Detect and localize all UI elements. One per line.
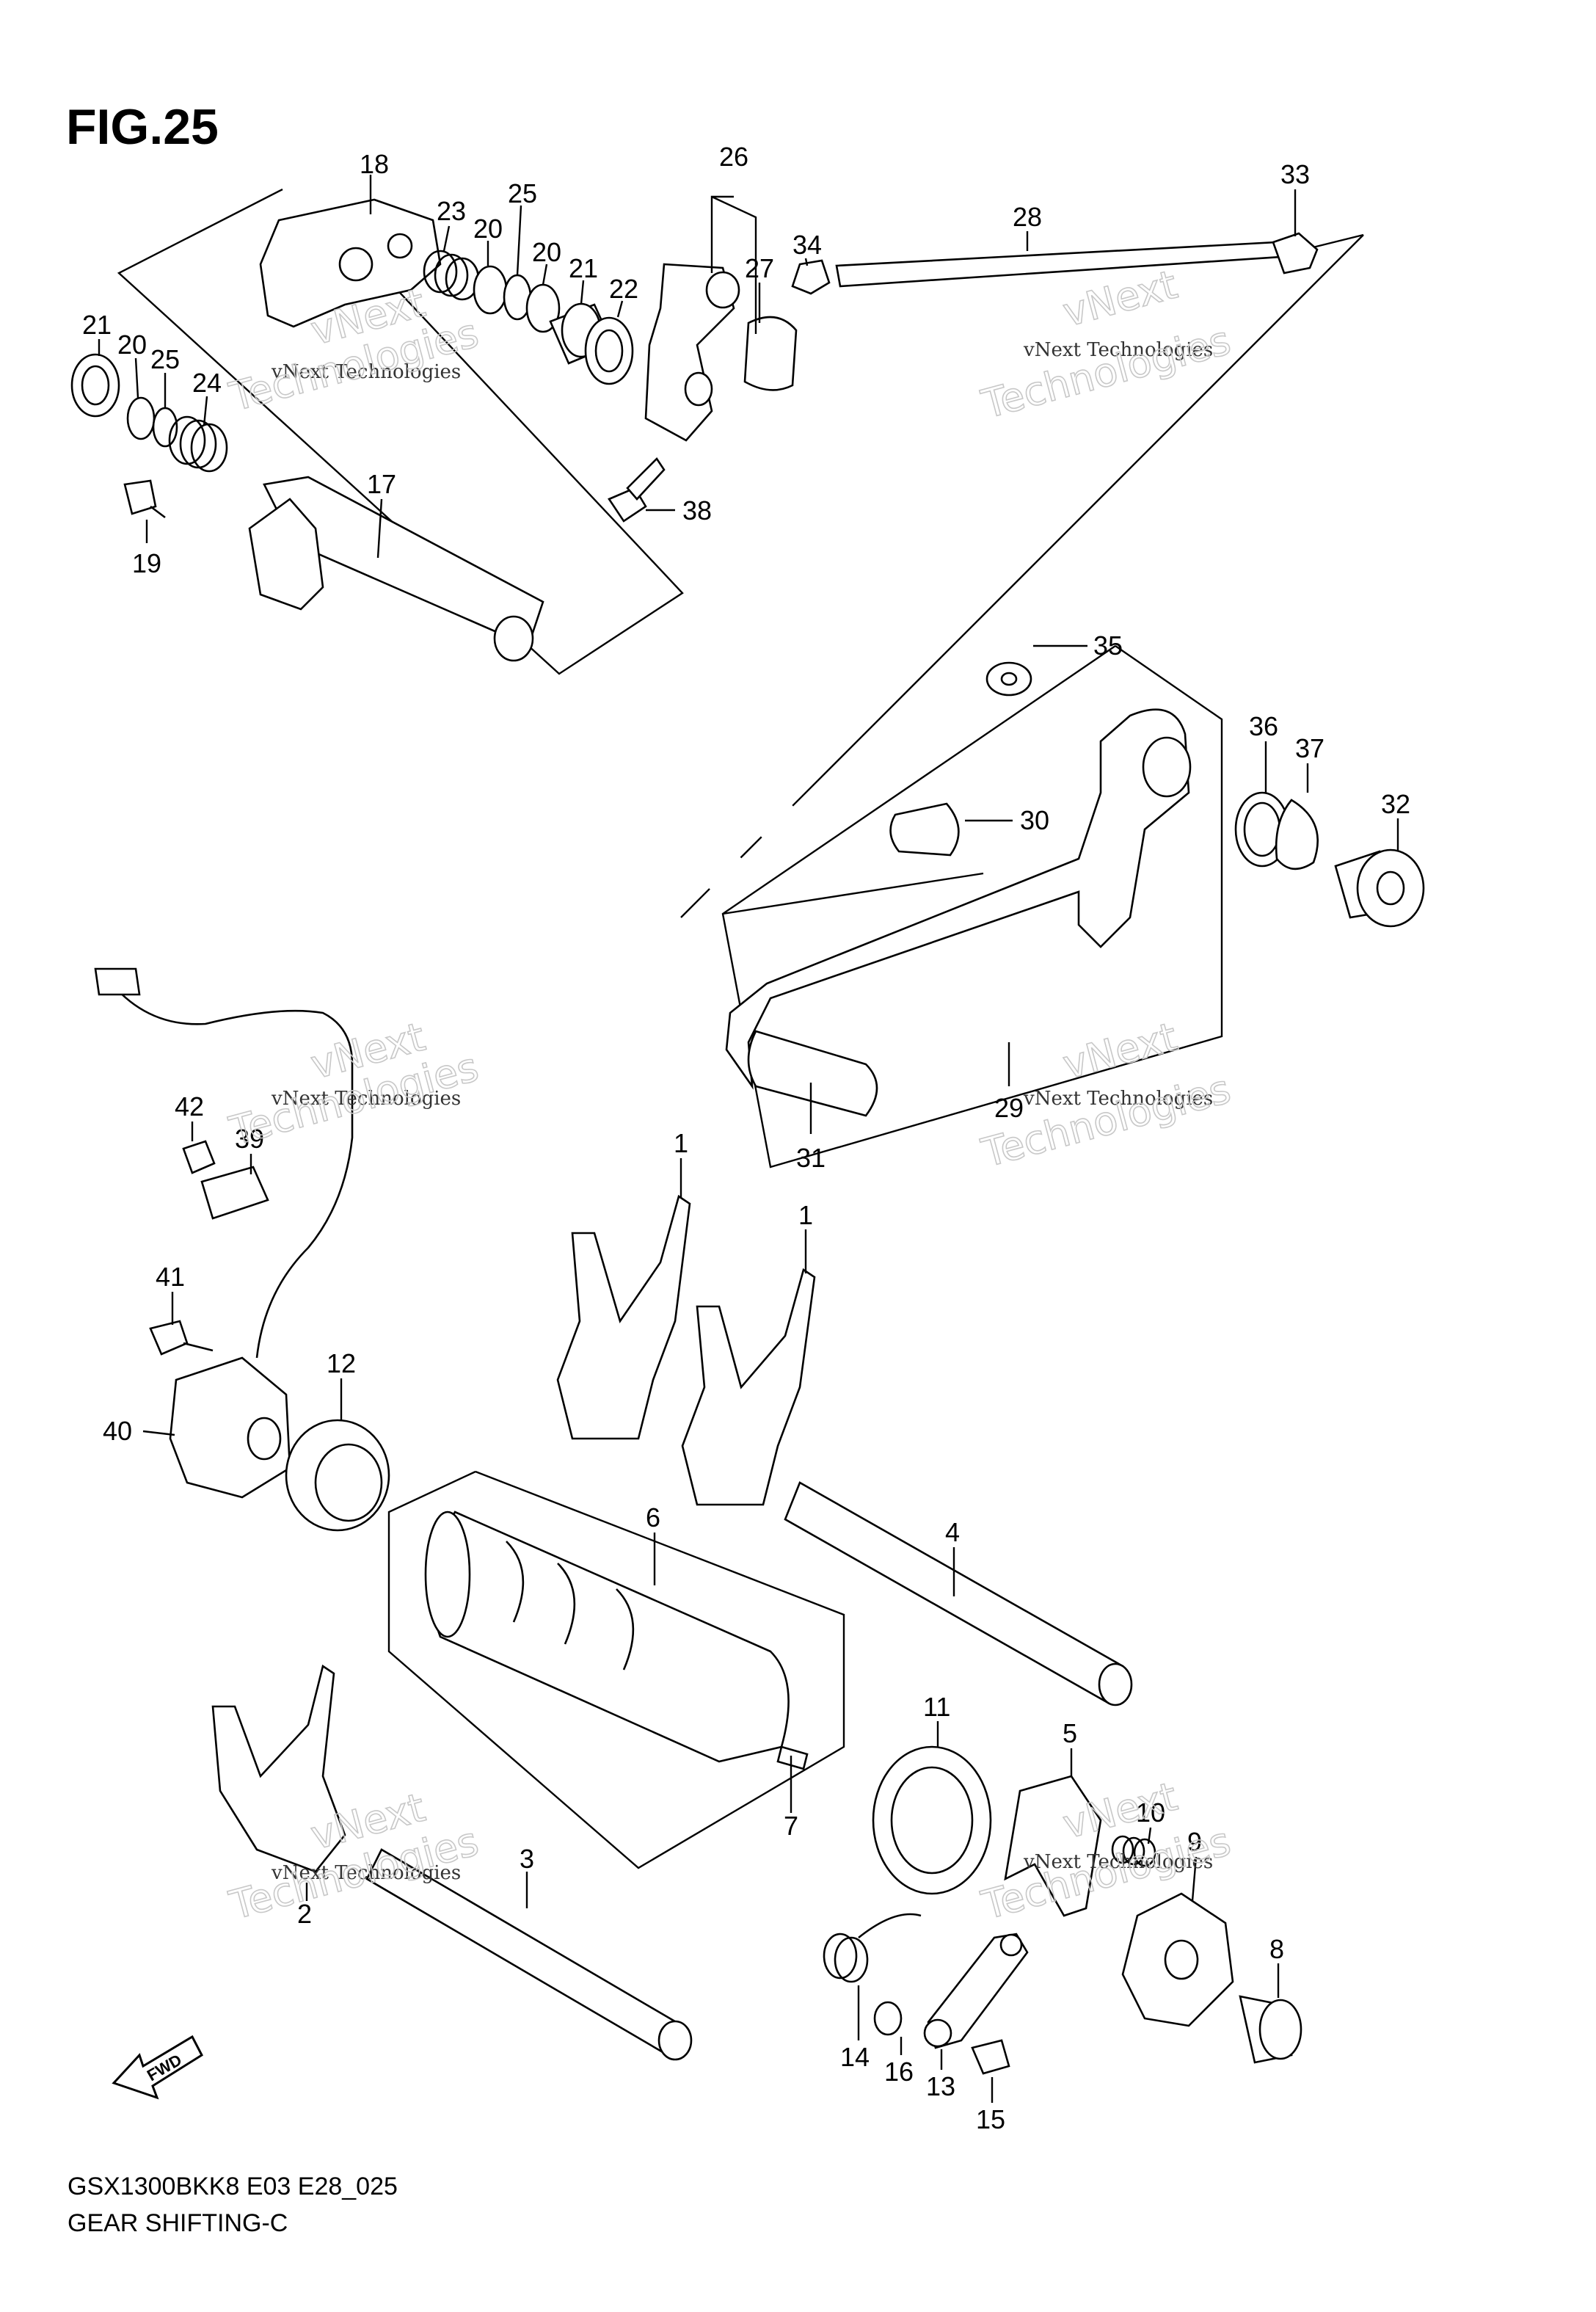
callout-21: 21: [82, 310, 112, 340]
callout-20: 20: [532, 237, 561, 267]
watermark-text: vNext Technologies: [271, 1862, 461, 1884]
callout-36: 36: [1249, 711, 1278, 741]
watermark-text: vNext Technologies: [271, 361, 461, 383]
callout-37: 37: [1295, 733, 1324, 763]
callout-25: 25: [508, 178, 537, 208]
callout-23: 23: [437, 196, 466, 226]
callout-1: 1: [798, 1200, 813, 1230]
callout-13: 13: [926, 2071, 955, 2101]
callout-28: 28: [1013, 202, 1042, 232]
callout-33: 33: [1280, 159, 1310, 189]
callout-40: 40: [103, 1416, 132, 1446]
callout-20: 20: [117, 330, 147, 360]
watermark-outline: Technologies: [977, 317, 1235, 428]
callout-14: 14: [840, 2042, 870, 2072]
callout-21: 21: [569, 253, 598, 283]
callout-8: 8: [1269, 1934, 1284, 1964]
callout-20: 20: [473, 214, 503, 244]
callout-6: 6: [646, 1502, 660, 1533]
callout-5: 5: [1063, 1718, 1077, 1748]
watermark-text: vNext Technologies: [271, 1088, 461, 1110]
callout-3: 3: [520, 1844, 534, 1874]
callout-2: 2: [297, 1899, 312, 1929]
callout-9: 9: [1187, 1827, 1202, 1857]
callout-16: 16: [884, 2057, 914, 2087]
leader-lines: [98, 175, 1399, 2103]
callout-38: 38: [682, 495, 712, 526]
callout-42: 42: [175, 1091, 204, 1122]
callout-10: 10: [1136, 1797, 1165, 1828]
watermark-text: vNext Technologies: [1023, 339, 1213, 361]
callout-17: 17: [367, 469, 396, 499]
callout-15: 15: [976, 2104, 1005, 2134]
callout-18: 18: [360, 149, 389, 179]
callout-30: 30: [1020, 805, 1049, 835]
callout-25: 25: [150, 344, 180, 374]
callout-39: 39: [235, 1124, 264, 1154]
callout-22: 22: [609, 274, 638, 304]
callout-labels: 18 23 25 20 20 21 22 26 27 34 28 33 21 2…: [82, 142, 1410, 2134]
callout-24: 24: [192, 368, 222, 398]
callout-31: 31: [796, 1143, 826, 1173]
callout-32: 32: [1381, 789, 1410, 819]
callout-27: 27: [745, 253, 774, 283]
watermark-text: vNext Technologies: [1023, 1088, 1213, 1110]
model-code: GSX1300BKK8 E03 E28_025: [68, 2173, 398, 2200]
watermark-text: vNext Technologies: [1023, 1851, 1213, 1873]
callout-34: 34: [792, 230, 822, 260]
callout-35: 35: [1093, 630, 1123, 661]
callout-7: 7: [784, 1811, 798, 1841]
callout-41: 41: [156, 1262, 185, 1292]
watermark-outline: vNext: [1058, 261, 1182, 336]
callout-1: 1: [674, 1128, 688, 1158]
callout-11: 11: [923, 1692, 950, 1722]
callout-26: 26: [719, 142, 748, 172]
figure-title: FIG.25: [66, 99, 219, 155]
callout-19: 19: [132, 548, 161, 578]
watermark-outline: Technologies: [977, 1066, 1235, 1177]
group-frames: [117, 188, 1364, 1869]
watermark-outline: vNext: [1058, 1014, 1182, 1088]
callout-4: 4: [945, 1517, 960, 1547]
fwd-arrow-icon: FWD: [112, 2035, 203, 2100]
callout-29: 29: [994, 1093, 1024, 1123]
section-title: GEAR SHIFTING-C: [68, 2209, 288, 2237]
callout-12: 12: [327, 1348, 356, 1378]
